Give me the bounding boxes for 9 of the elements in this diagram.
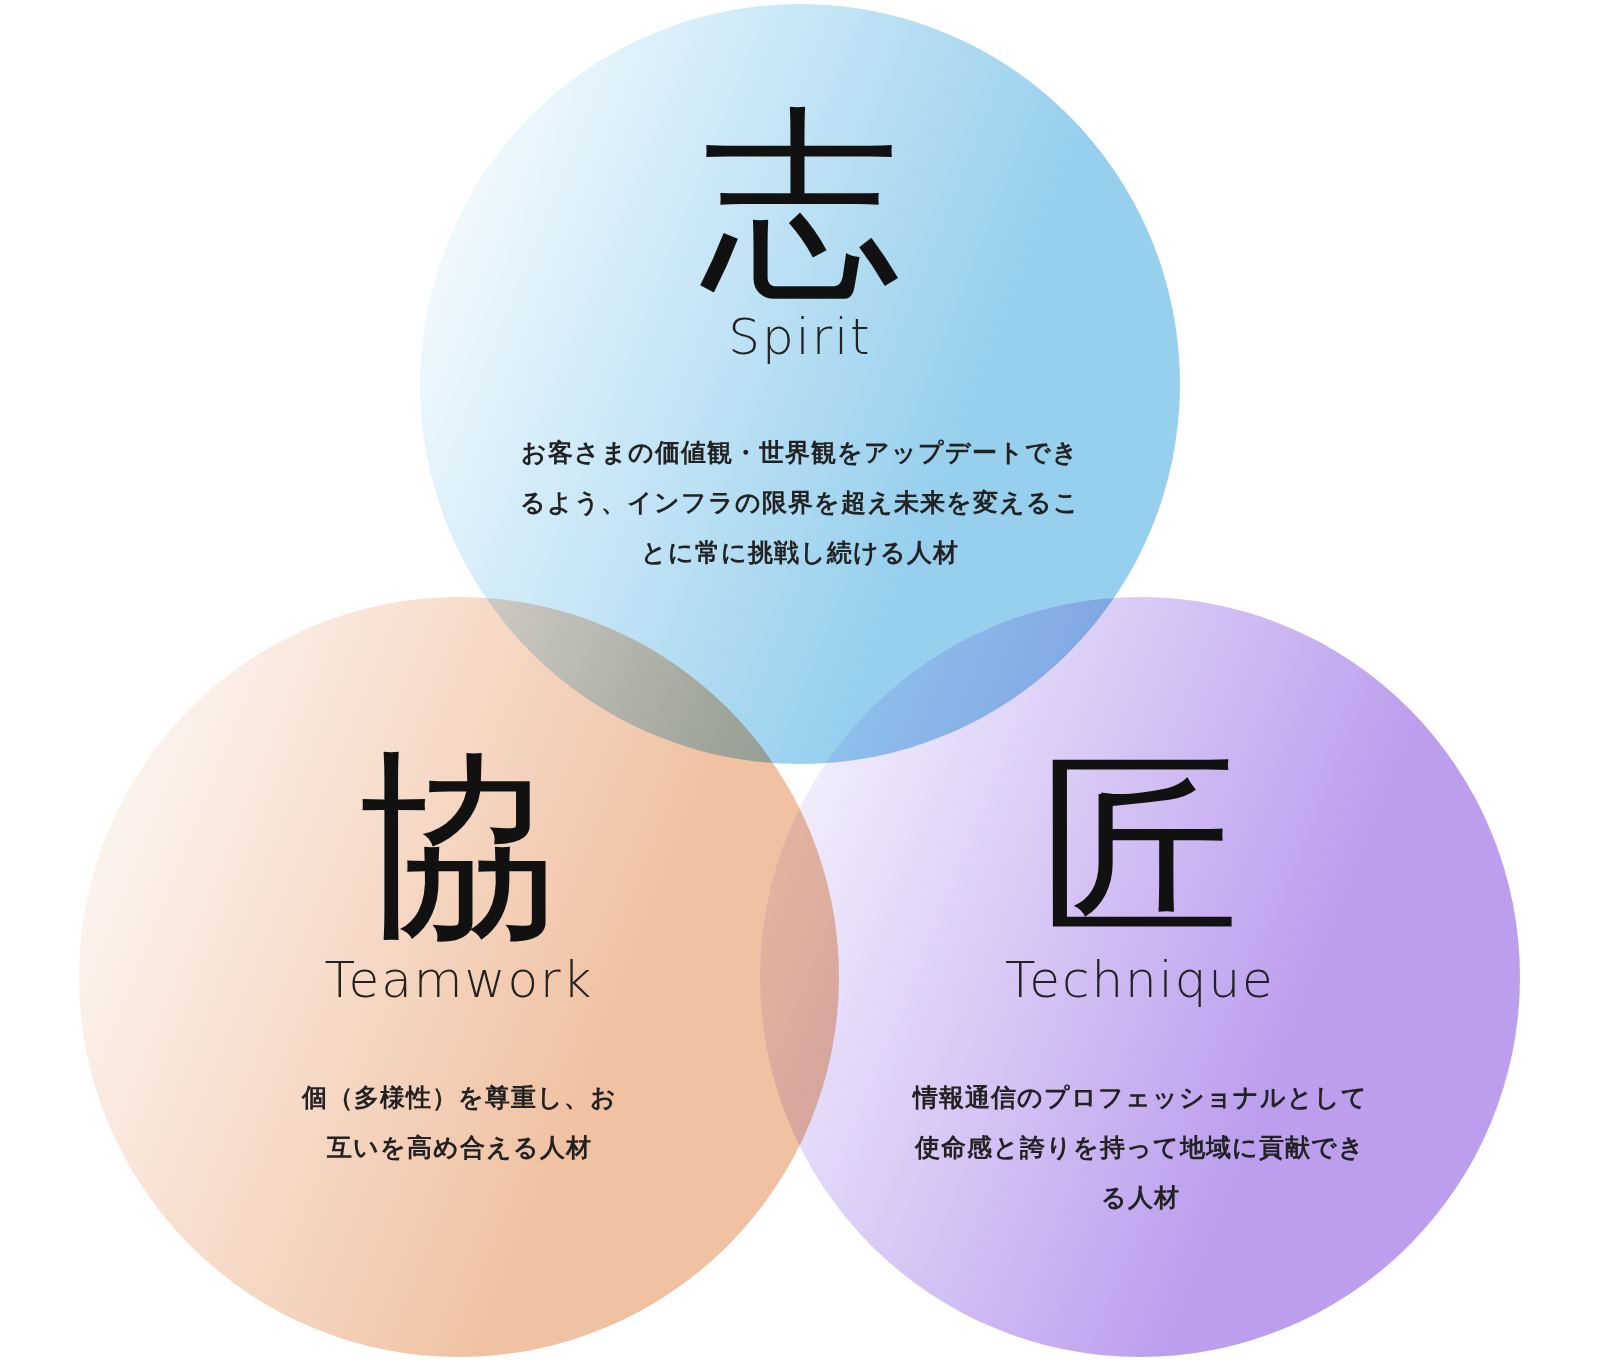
description-text: 情報通信のプロフェッショナルとして使命感と誇りを持って地域に貢献できる人材 [911,1082,1369,1214]
english-heading: Teamwork [324,951,594,1009]
english-heading: Spirit [728,308,872,366]
kanji-heading: 匠 [1040,747,1240,947]
kanji-heading: 志 [700,104,900,304]
description-text: 個（多様性）を尊重し、お互いを高め合える人材 [300,1082,618,1164]
kanji-heading: 協 [359,747,559,947]
english-heading: Technique [1005,951,1275,1009]
description-text: お客さまの価値観・世界観をアップデートできるよう、インフラの限界を超え未来を変えることに常に挑戦し続ける人材 [520,437,1080,569]
